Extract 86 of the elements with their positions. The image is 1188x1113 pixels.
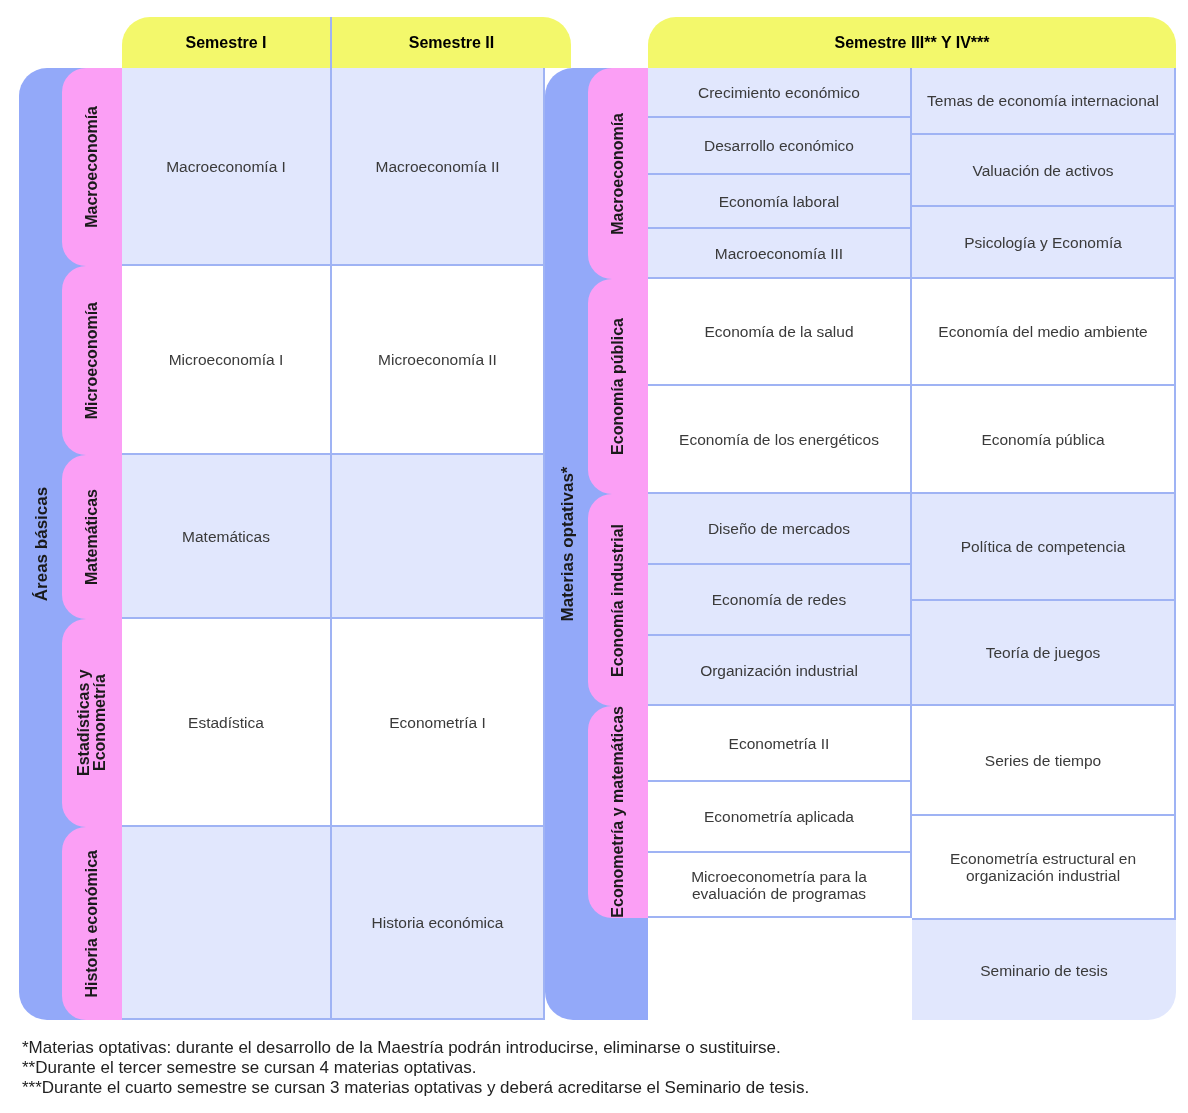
- course-cell: [122, 619, 332, 827]
- course-cell: [332, 266, 545, 455]
- course-name: Microeconomía I: [168, 351, 284, 368]
- course-cell: [912, 135, 1176, 207]
- semester-header: [332, 17, 571, 68]
- footnote: *Materias optativas: durante el desarrollo de la Maestría podrán introducirse, eliminarse o sustituirse.: [22, 1038, 782, 1058]
- course-cell: [648, 782, 912, 853]
- course-name: Temas de economía internacional: [927, 92, 1159, 109]
- semester-header: [648, 17, 1176, 68]
- course-name: Economía pública: [981, 430, 1105, 448]
- area-label: Macroeconomía: [610, 112, 626, 235]
- semester-header: [122, 17, 332, 68]
- course-cell: [332, 619, 545, 827]
- area-label: Historia económica: [84, 849, 100, 998]
- course-name: Crecimiento económico: [698, 83, 860, 101]
- course-cell: [122, 266, 332, 455]
- course-name: Organización industrial: [700, 661, 858, 679]
- area-label: Econometría y matemáticas: [610, 706, 626, 918]
- area-title: Áreas básicas: [31, 486, 52, 602]
- course-name: Macroeconomía I: [166, 157, 286, 175]
- course-name: Economía de la salud: [704, 323, 854, 340]
- area-label: Macroeconomía: [84, 106, 100, 228]
- footnote: **Durante el tercer semestre se cursan 4 materias optativas.: [22, 1058, 478, 1078]
- course-cell: [648, 494, 912, 565]
- area-label: Microeconomía: [84, 301, 100, 420]
- course-cell: [912, 601, 1176, 706]
- course-cell: [912, 816, 1176, 920]
- course-cell: [122, 455, 332, 619]
- course-name: Economía del medio ambiente: [938, 323, 1148, 340]
- course-name: Econometría estructural en organización industrial: [948, 850, 1138, 884]
- course-name: Seminario de tesis: [980, 961, 1108, 979]
- area-label: Estadísticas y Econometría: [76, 668, 108, 779]
- area-tab: [588, 706, 648, 918]
- course-cell: [648, 279, 912, 386]
- course-cell: [332, 68, 545, 266]
- course-name: Econometría II: [728, 734, 830, 752]
- course-cell: [332, 827, 545, 1020]
- course-cell: [648, 386, 912, 494]
- area-label: Economía industrial: [610, 523, 626, 677]
- header-text: Semestre II: [408, 32, 495, 53]
- course-name: Matemáticas: [182, 527, 270, 545]
- course-cell: [912, 920, 1176, 1020]
- course-name: Econometría aplicada: [704, 808, 854, 825]
- course-name: Valuación de activos: [972, 161, 1114, 179]
- course-name: Desarrollo económico: [704, 137, 854, 154]
- course-name: Economía laboral: [718, 192, 840, 210]
- course-cell: [912, 494, 1176, 601]
- course-name: Microeconomía II: [378, 351, 497, 368]
- course-name: Diseño de mercados: [707, 520, 851, 537]
- course-cell: [912, 706, 1176, 816]
- area-band: [19, 68, 122, 1020]
- course-cell: [122, 68, 332, 266]
- course-cell: [648, 118, 912, 175]
- area-title: Materias optativas*: [557, 466, 578, 622]
- course-name: Economía de los energéticos: [679, 430, 879, 448]
- course-cell: [648, 68, 912, 118]
- area-label: Matemáticas: [84, 488, 100, 585]
- course-name: Econometría I: [389, 713, 486, 731]
- course-name: Política de competencia: [960, 538, 1126, 555]
- course-name: Microeconometría para la evaluación de programas: [690, 867, 868, 902]
- area-band: [545, 68, 648, 1020]
- course-name: Psicología y Economía: [964, 233, 1122, 251]
- course-cell: [912, 279, 1176, 386]
- footnote: ***Durante el cuarto semestre se cursan 3 materias optativas y deberá acreditarse el Seminario de tesis.: [22, 1078, 811, 1098]
- course-cell: [912, 68, 1176, 135]
- course-name: Economía de redes: [711, 591, 847, 608]
- course-name: Historia económica: [371, 914, 504, 931]
- course-cell: [912, 207, 1176, 279]
- course-cell: [648, 565, 912, 636]
- area-label: Economía pública: [610, 318, 626, 455]
- course-cell: [648, 706, 912, 782]
- course-name: Estadística: [188, 713, 264, 731]
- course-name: Series de tiempo: [984, 751, 1102, 769]
- course-name: Macroeconomía III: [714, 244, 844, 262]
- header-text: Semestre III** Y IV***: [834, 32, 990, 53]
- area-tab: [62, 68, 122, 266]
- course-name: Teoría de juegos: [985, 644, 1101, 661]
- course-cell: [912, 386, 1176, 494]
- header-text: Semestre I: [185, 32, 267, 53]
- course-cell: [648, 229, 912, 279]
- area-tab: [588, 68, 648, 279]
- course-name: Macroeconomía II: [375, 157, 500, 175]
- course-cell: [648, 175, 912, 229]
- course-cell: [648, 853, 912, 918]
- area-tab: [62, 827, 122, 1020]
- course-cell: [648, 636, 912, 706]
